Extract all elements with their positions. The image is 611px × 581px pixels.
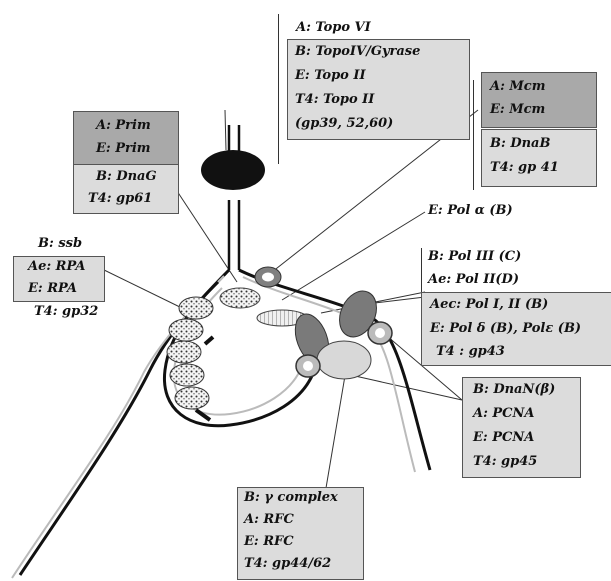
ssb-oval xyxy=(169,363,205,387)
leader-gamma xyxy=(325,357,349,489)
clamp-loader xyxy=(316,340,372,380)
ssb-ovals xyxy=(166,296,214,410)
mcm-box: A: Mcm E: Mcm xyxy=(481,72,597,128)
pol-label-aec: Aec: Pol I, II (B) xyxy=(430,297,549,312)
prim-box: A: Prim E: Prim xyxy=(73,111,179,166)
dnab-label-b: B: DnaB xyxy=(490,136,551,151)
gamma-box: B: γ complex A: RFC E: RFC T4: gp44/62 xyxy=(237,487,364,580)
leader-pol-alpha xyxy=(281,211,426,301)
ssb-label-e: E: RPA xyxy=(28,281,77,296)
mcm-label-a: A: Mcm xyxy=(490,79,546,94)
primase-oval xyxy=(219,287,261,309)
mcm-bracket xyxy=(473,80,474,190)
dnag-box: B: DnaG T4: gp61 xyxy=(73,164,179,214)
ssb-label-t4: T4: gp32 xyxy=(34,304,99,319)
pol-label-ae: Ae: Pol II(D) xyxy=(428,272,519,287)
leader-dnag xyxy=(174,187,238,283)
gamma-label-t4: T4: gp44/62 xyxy=(244,556,332,571)
dnan-label-b: B: DnaN(β) xyxy=(473,382,556,397)
ssb-oval xyxy=(166,340,202,364)
topo-label-t4: T4: Topo II xyxy=(295,92,375,107)
topo-label-gp: (gp39, 52,60) xyxy=(295,116,394,131)
polymerase-core xyxy=(339,290,377,338)
topo-label-b: B: TopoIV/Gyrase xyxy=(295,44,421,59)
ssb-label-ae: Ae: RPA xyxy=(28,259,86,274)
pol-box: Aec: Pol I, II (B) E: Pol δ (B), Polε (B… xyxy=(421,292,611,366)
dnan-label-a: A: PCNA xyxy=(473,406,535,421)
mcm-label-e: E: Mcm xyxy=(490,102,546,117)
ssb-oval xyxy=(178,296,214,320)
leader-topo xyxy=(224,109,227,151)
pol-label-b: B: Pol III (C) xyxy=(428,249,522,264)
prim-label-e: E: Prim xyxy=(96,141,151,156)
dnab-box: B: DnaB T4: gp 41 xyxy=(481,129,597,187)
gamma-label-b: B: γ complex xyxy=(244,490,338,505)
dnab-label-t4: T4: gp 41 xyxy=(490,160,559,175)
prim-label-a: A: Prim xyxy=(96,118,151,133)
leader-ssb xyxy=(99,267,187,311)
pol-label-e: E: Pol δ (B), Polε (B) xyxy=(430,321,582,336)
dnag-label-t4: T4: gp61 xyxy=(88,191,153,206)
topo-label-e: E: Topo II xyxy=(295,68,366,83)
topo-box: B: TopoIV/Gyrase E: Topo II T4: Topo II … xyxy=(287,39,470,140)
topoisomerase-oval xyxy=(201,150,265,190)
pol-alpha-label: E: Pol α (B) xyxy=(428,203,513,218)
pol-label-t4: T4 : gp43 xyxy=(436,344,505,359)
dnan-label-t4: T4: gp45 xyxy=(473,454,538,469)
ssb-box: Ae: RPA E: RPA xyxy=(13,256,105,302)
gamma-label-a: A: RFC xyxy=(244,512,294,527)
topo-bracket xyxy=(278,14,279,164)
dnag-label-b: B: DnaG xyxy=(96,169,157,184)
ssb-oval xyxy=(168,318,204,342)
ssb-oval xyxy=(174,386,210,410)
gamma-label-e: E: RFC xyxy=(244,534,294,549)
sliding-clamps xyxy=(295,321,393,378)
topo-label-a: A: Topo VI xyxy=(296,20,371,35)
ssb-label-b: B: ssb xyxy=(38,236,83,251)
dnan-label-e: E: PCNA xyxy=(473,430,535,445)
dnan-box: B: DnaN(β) A: PCNA E: PCNA T4: gp45 xyxy=(462,377,581,478)
parental-duplex xyxy=(227,125,241,270)
